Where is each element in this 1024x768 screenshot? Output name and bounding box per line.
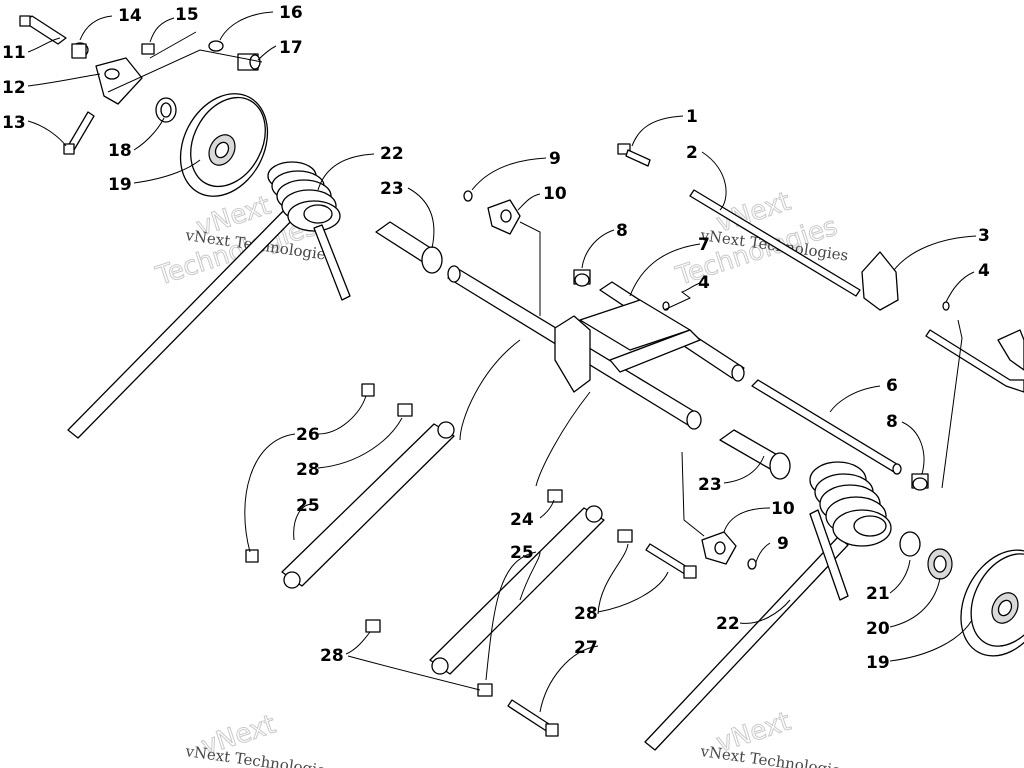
callout-22a: 22 xyxy=(380,144,404,164)
callout-1: 1 xyxy=(686,107,698,127)
callout-13: 13 xyxy=(2,113,26,133)
callout-19b: 19 xyxy=(866,653,890,673)
bolt-11 xyxy=(19,15,67,45)
callout-12: 12 xyxy=(2,78,26,98)
bushing-8-lower xyxy=(911,473,929,491)
spacer-tube-23-right xyxy=(719,429,791,480)
callout-28c: 28 xyxy=(320,646,344,666)
bushing-28-d xyxy=(617,529,633,543)
bolt-27-a xyxy=(645,543,697,579)
callout-4b: 4 xyxy=(698,273,710,293)
torsion-spring-right xyxy=(809,461,892,601)
nut-26-a xyxy=(361,383,375,397)
callout-22b: 22 xyxy=(716,614,740,634)
retaining-ring-21 xyxy=(899,531,921,557)
callout-28a: 28 xyxy=(296,460,320,480)
nut-15 xyxy=(141,43,155,55)
shaft-6 xyxy=(751,379,902,475)
watermark-caption: vNext Technologies xyxy=(698,742,849,768)
bumper-10-lower xyxy=(701,531,737,565)
callout-labels: 1 2 3 4 4 6 7 8 8 9 9 10 10 11 12 13 14 … xyxy=(2,3,990,673)
right-side-rail xyxy=(925,329,1024,393)
o-ring-16 xyxy=(208,40,224,52)
callout-25b: 25 xyxy=(510,543,534,563)
callout-9b: 9 xyxy=(777,534,789,554)
torsion-spring-arm-right xyxy=(644,536,849,751)
bushing-24 xyxy=(547,489,563,503)
callout-17: 17 xyxy=(279,38,303,58)
callout-21: 21 xyxy=(866,584,890,604)
retainer-9-lower xyxy=(747,558,757,570)
bushing-17 xyxy=(237,53,261,71)
callout-23b: 23 xyxy=(698,475,722,495)
watermark-caption: vNext Technologies xyxy=(183,742,334,768)
idler-wheel-left xyxy=(179,93,269,197)
bearing-20 xyxy=(927,548,953,580)
washer-plate-12 xyxy=(95,57,143,105)
pin-4-b xyxy=(942,301,950,311)
callout-3: 3 xyxy=(978,226,990,246)
bushing-28-c xyxy=(477,683,493,697)
bumper-10-upper xyxy=(487,199,521,235)
torsion-spring-left xyxy=(267,161,351,301)
callout-7: 7 xyxy=(698,235,710,255)
nut-26-b xyxy=(245,549,259,563)
callout-10a: 10 xyxy=(543,184,567,204)
bolt-27-b xyxy=(507,699,559,737)
spacer-18 xyxy=(155,97,177,123)
pivot-frame-7 xyxy=(554,281,745,393)
leader-lines xyxy=(27,11,977,713)
retainer-9-upper xyxy=(463,190,473,202)
callout-20: 20 xyxy=(866,619,890,639)
callout-10b: 10 xyxy=(771,499,795,519)
callout-6: 6 xyxy=(886,376,898,396)
bushing-28-a xyxy=(397,403,413,417)
callout-28b: 28 xyxy=(574,604,598,624)
callout-8a: 8 xyxy=(616,221,628,241)
bolt-1 xyxy=(617,143,651,167)
callout-2: 2 xyxy=(686,143,698,163)
callout-18: 18 xyxy=(108,141,132,161)
callout-15: 15 xyxy=(175,5,199,25)
callout-14: 14 xyxy=(118,6,142,26)
callout-19a: 19 xyxy=(108,175,132,195)
callout-16: 16 xyxy=(279,3,303,23)
rod-2 xyxy=(689,189,861,297)
link-arm-25-left xyxy=(281,421,455,589)
bushing-28-b xyxy=(365,619,381,633)
bushing-8-upper xyxy=(573,269,591,287)
callout-4a: 4 xyxy=(978,261,990,281)
callout-25a: 25 xyxy=(296,496,320,516)
link-arm-25-right xyxy=(429,505,605,675)
callout-23a: 23 xyxy=(380,179,404,199)
callout-8b: 8 xyxy=(886,412,898,432)
callout-11: 11 xyxy=(2,43,26,63)
bushing-14 xyxy=(71,42,89,59)
callout-24: 24 xyxy=(510,510,534,530)
callout-9a: 9 xyxy=(549,149,561,169)
bolt-13 xyxy=(63,111,95,155)
callout-27: 27 xyxy=(574,638,598,658)
callout-26: 26 xyxy=(296,425,320,445)
bracket-3 xyxy=(861,251,899,311)
idler-wheel-right xyxy=(960,549,1024,657)
